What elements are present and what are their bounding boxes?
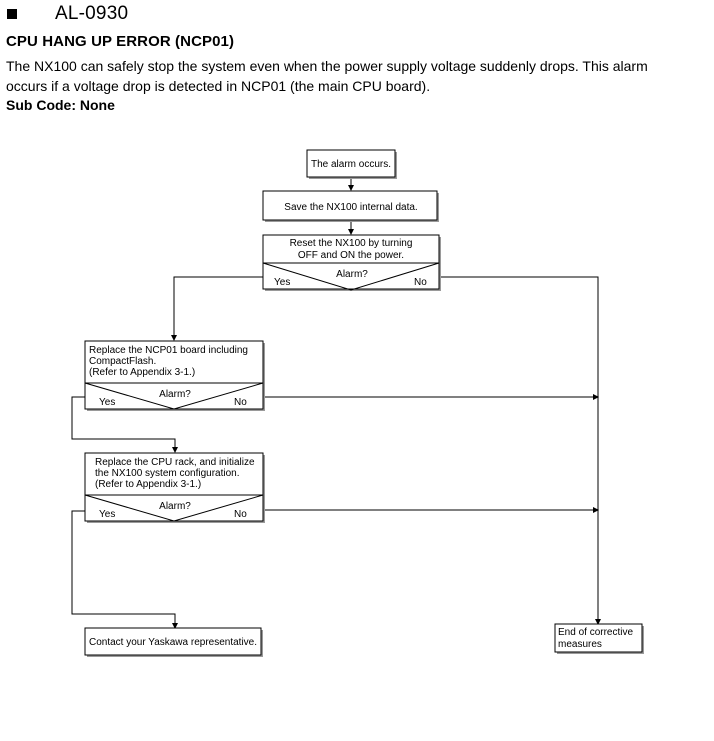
description-line-1: The NX100 can safely stop the system eve… (6, 58, 648, 74)
ncp01-instruction-line-1: Replace the NCP01 board including (89, 345, 248, 356)
square-bullet-icon (7, 9, 17, 19)
save-data-box: Save the NX100 internal data. (262, 190, 439, 222)
alarm-code: AL-0930 (55, 3, 129, 24)
replace-cpu-rack-decision-box: Replace the CPU rack, and initialize the… (84, 452, 265, 523)
ncp01-no-label: No (234, 397, 247, 408)
ncp01-yes-label: Yes (99, 397, 115, 408)
alarm-code-heading: AL-0930 (6, 1, 128, 27)
contact-representative-box: Contact your Yaskawa representative. (84, 627, 263, 657)
cpu-rack-yes-label: Yes (99, 509, 115, 520)
connector-reset-yes (171, 276, 269, 341)
end-box: End of corrective measures (554, 623, 644, 654)
save-data-label: Save the NX100 internal data. (284, 202, 417, 213)
cpu-rack-instruction-line-3: (Refer to Appendix 3-1.) (95, 479, 201, 490)
reset-decision-box: Reset the NX100 by turning OFF and ON th… (262, 234, 441, 291)
cpu-rack-instruction-line-1: Replace the CPU rack, and initialize (95, 457, 255, 468)
connector-ncp01-yes (71, 396, 178, 453)
reset-alarm-question: Alarm? (336, 269, 368, 280)
connector-reset-no (440, 276, 601, 625)
ncp01-alarm-question: Alarm? (159, 389, 191, 400)
error-title: CPU HANG UP ERROR (NCP01) (6, 33, 235, 50)
flow-connectors (71, 177, 601, 629)
end-label-line-1: End of corrective (558, 627, 633, 638)
connector-cpu-rack-yes (71, 510, 178, 629)
sub-code: Sub Code: None (6, 97, 115, 113)
reset-instruction-line-1: Reset the NX100 by turning (290, 238, 413, 249)
error-description: The NX100 can safely stop the system eve… (6, 56, 706, 96)
ncp01-instruction-line-3: (Refer to Appendix 3-1.) (89, 367, 195, 378)
cpu-rack-instruction-line-2: the NX100 system configuration. (95, 468, 240, 479)
cpu-rack-alarm-question: Alarm? (159, 501, 191, 512)
ncp01-instruction-line-2: CompactFlash. (89, 356, 156, 367)
end-label-line-2: measures (558, 639, 602, 650)
reset-no-label: No (414, 277, 427, 288)
replace-ncp01-decision-box: Replace the NCP01 board including Compac… (84, 340, 265, 411)
description-line-2: occurs if a voltage drop is detected in … (6, 78, 431, 94)
start-box: The alarm occurs. (306, 149, 397, 179)
cpu-rack-no-label: No (234, 509, 247, 520)
start-box-label: The alarm occurs. (311, 159, 391, 170)
contact-representative-label: Contact your Yaskawa representative. (89, 637, 257, 648)
reset-yes-label: Yes (274, 277, 290, 288)
reset-instruction-line-2: OFF and ON the power. (298, 250, 404, 261)
